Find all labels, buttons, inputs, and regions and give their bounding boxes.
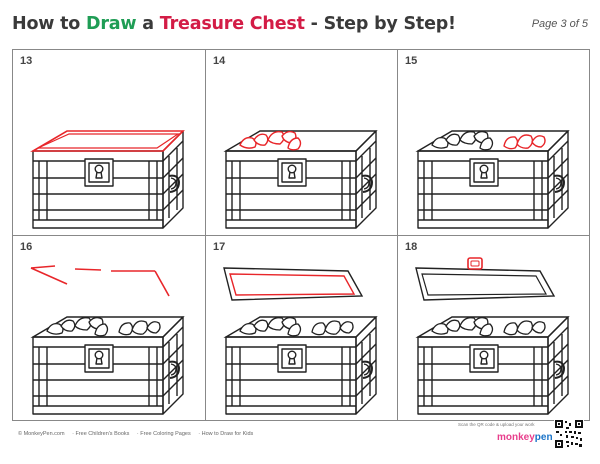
step-drawing-18 [415, 257, 570, 415]
step-cell-18: 18 [397, 235, 589, 420]
step-number: 13 [20, 55, 33, 67]
footer-link-draw[interactable]: · How to Draw for Kids [198, 431, 254, 437]
footer-link-coloring[interactable]: · Free Coloring Pages [136, 431, 191, 437]
monkeypen-logo: monkeypen [497, 432, 553, 443]
step-grid: 13 14 15 [12, 49, 590, 421]
title-part-5: - Step by Step! [310, 14, 456, 34]
step-cell-13: 13 [13, 50, 205, 235]
qr-code-icon[interactable] [554, 419, 584, 449]
title-bar: How to Draw a Treasure Chest - Step by S… [10, 10, 590, 40]
footer-link-home[interactable]: © MonkeyPen.com [18, 431, 65, 437]
title-part-4: Treasure Chest [159, 14, 305, 34]
footer-link-books[interactable]: · Free Children's Books [72, 431, 130, 437]
step-cell-16: 16 [13, 235, 205, 420]
step-number: 16 [20, 241, 33, 253]
step-drawing-17 [223, 267, 378, 415]
page-label: Page 3 of 5 [531, 18, 588, 30]
step-drawing-15 [415, 130, 570, 229]
scan-text: Scan the QR code & upload your work [458, 422, 535, 427]
logo-part-2: pen [534, 432, 553, 443]
step-number: 15 [405, 55, 418, 67]
title-part-2: Draw [86, 14, 137, 34]
step-number: 18 [405, 241, 418, 253]
step-cell-15: 15 [397, 50, 589, 235]
step-drawing-13 [30, 130, 185, 229]
title-part-3: a [142, 14, 154, 34]
step-drawing-16 [30, 265, 185, 415]
footer-links: © MonkeyPen.com · Free Children's Books … [18, 431, 259, 437]
step-number: 14 [213, 55, 226, 67]
step-cell-14: 14 [205, 50, 397, 235]
step-number: 17 [213, 241, 226, 253]
page-title: How to Draw a Treasure Chest - Step by S… [12, 14, 456, 34]
step-cell-17: 17 [205, 235, 397, 420]
title-part-1: How to [12, 14, 81, 34]
step-drawing-14 [223, 130, 378, 229]
logo-part-1: monkey [497, 432, 535, 443]
